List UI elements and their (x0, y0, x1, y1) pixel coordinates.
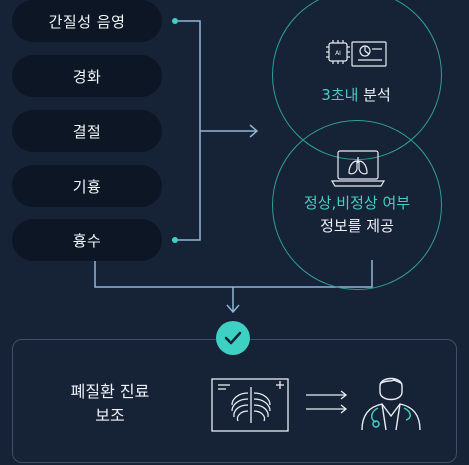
arrows-icon (306, 390, 348, 414)
input-pill-nodule: 결절 (12, 110, 162, 152)
ai-chip-icon: AI (326, 40, 387, 67)
connector-dot (172, 18, 178, 24)
pill-label: 기흉 (72, 177, 102, 196)
output-label-line2: 보조 (95, 406, 125, 425)
result-circle (272, 120, 442, 290)
svg-text:AI: AI (335, 50, 341, 57)
speed-number: 3초내 (321, 86, 359, 104)
result-line1: 정상,비정상 여부 (303, 194, 411, 212)
speed-rest: 분석 (358, 86, 391, 104)
connector-dot (172, 237, 178, 243)
doctor-icon (361, 377, 421, 431)
pill-label: 흉수 (72, 231, 102, 250)
check-icon (216, 321, 250, 355)
pill-label: 결절 (72, 122, 102, 141)
laptop-lungs-icon (330, 150, 386, 187)
input-pill-interstitial: 간질성 음영 (12, 0, 178, 42)
input-pill-pneumothorax: 기흉 (12, 165, 162, 207)
result-line2: 정보를 제공 (320, 217, 394, 235)
output-label-line1: 폐질환 진료 (70, 382, 150, 401)
chest-xray-icon (211, 378, 289, 432)
output-label: 폐질환 진료 보조 (40, 380, 180, 428)
pill-label: 경화 (72, 67, 102, 86)
input-pill-consolidation: 경화 (12, 55, 162, 97)
analysis-speed: 3초내 분석 (290, 85, 422, 106)
input-pill-effusion: 흉수 (12, 219, 178, 261)
output-box (12, 339, 457, 463)
pill-label: 간질성 음영 (48, 12, 126, 31)
